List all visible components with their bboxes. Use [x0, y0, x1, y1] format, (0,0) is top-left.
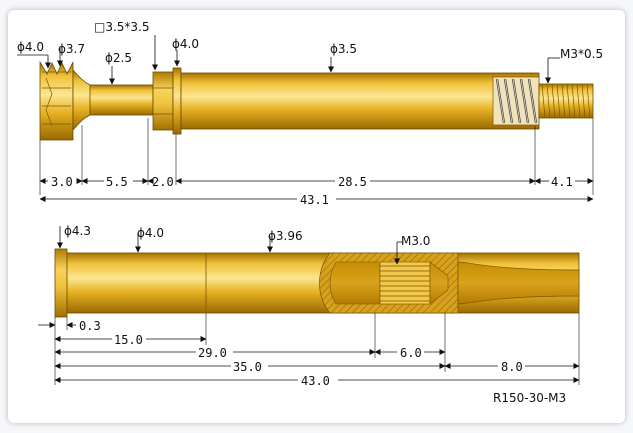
label-dia-3-96: ϕ3.96 [268, 229, 303, 243]
dim-8-0: 8.0 [501, 360, 523, 374]
dim-43-1: 43.1 [300, 193, 329, 207]
dim-15-0: 15.0 [114, 333, 143, 347]
bottom-leaders [57, 226, 403, 265]
label-m3-0: M3.0 [401, 234, 430, 248]
dim-6-0: 6.0 [400, 346, 422, 360]
top-dimension-row [39, 178, 594, 202]
tip-socket [457, 261, 580, 305]
shoulder [72, 68, 91, 132]
top-leaders [17, 35, 560, 85]
barrel-body [180, 72, 540, 130]
dim-29-0: 29.0 [198, 346, 227, 360]
label-dia-4-0-left: ϕ4.0 [17, 40, 44, 54]
internal-thread-cutaway [319, 252, 459, 314]
label-dia-4-0: ϕ4.0 [137, 226, 164, 240]
label-thread-m3: M3*0.5 [560, 47, 603, 61]
label-dia-3-5: ϕ3.5 [330, 42, 357, 56]
crown-tip [39, 60, 74, 141]
dim-0-3: 0.3 [79, 319, 101, 333]
label-dia-2-5: ϕ2.5 [105, 51, 132, 65]
dim-35-0: 35.0 [233, 360, 262, 374]
dim-5-5: 5.5 [106, 175, 128, 189]
label-dia-3-7: ϕ3.7 [58, 42, 85, 56]
dim-28-5: 28.5 [338, 175, 367, 189]
label-dia-4-3: ϕ4.3 [64, 224, 91, 238]
spring-cutaway [492, 76, 540, 126]
threaded-end [538, 83, 594, 119]
label-square-3-5: □3.5*3.5 [94, 20, 150, 34]
dim-3-0: 3.0 [51, 175, 73, 189]
label-dia-4-0-right: ϕ4.0 [172, 37, 199, 51]
hex-block [152, 71, 174, 131]
top-part [39, 60, 594, 141]
collar-ring [172, 67, 182, 135]
dim-2-0: 2.0 [152, 175, 174, 189]
bottom-part [54, 248, 580, 318]
bottom-dimension-rows [38, 322, 580, 383]
dim-43-0: 43.0 [301, 374, 330, 388]
dim-4-1: 4.1 [551, 175, 573, 189]
head-flange [54, 248, 68, 318]
model-code: R150-30-M3 [493, 391, 566, 405]
